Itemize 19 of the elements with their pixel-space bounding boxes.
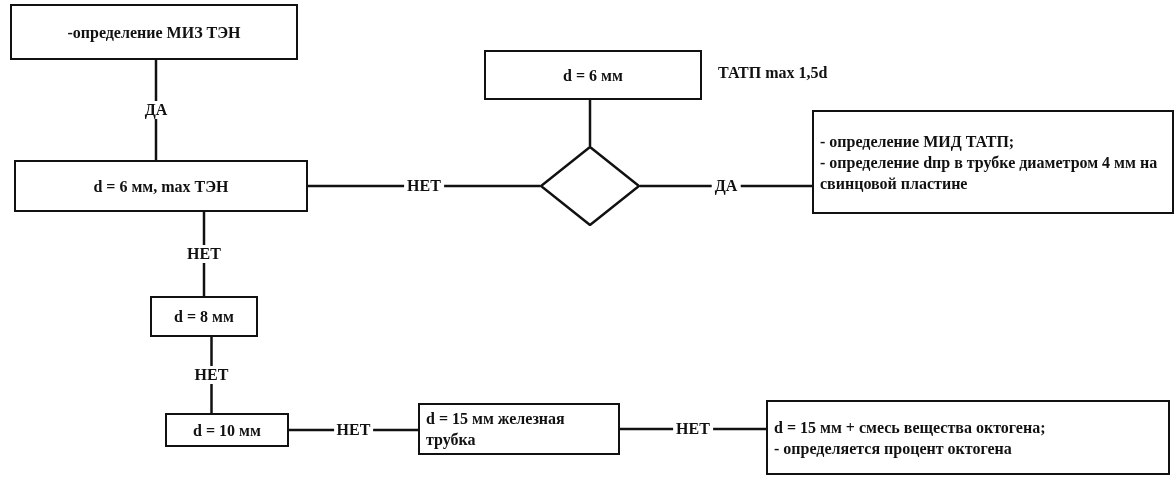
process-box: d = 8 мм	[150, 296, 258, 337]
edge-label: НЕТ	[191, 366, 232, 384]
process-box: d = 6 мм, max ТЭН	[14, 160, 308, 212]
connector-line	[588, 100, 592, 146]
edge-label: ДА	[711, 177, 741, 195]
edge-label: ДА	[141, 101, 171, 119]
side-note: ТАТП max 1,5d	[718, 64, 828, 82]
text-box	[766, 400, 1170, 475]
diamond-shape	[540, 146, 640, 226]
process-box: d = 6 мм	[484, 50, 702, 100]
process-box: d = 10 мм	[165, 413, 289, 447]
box-text: d = 15 мм + смесь вещества октогена;	[774, 417, 1047, 438]
edge-label: НЕТ	[184, 245, 224, 263]
box-text: - определение dпр в трубке диаметром 4 мм на свинцовой пластине	[820, 152, 1159, 194]
text-box	[812, 110, 1174, 214]
box-text: - определение МИД ТАТП;	[820, 131, 1016, 152]
process-box: d = 15 мм железная трубка	[418, 403, 620, 455]
box-text: - определяется процент октогена	[774, 438, 1013, 459]
process-box: -определение МИЗ ТЭН	[10, 4, 298, 60]
